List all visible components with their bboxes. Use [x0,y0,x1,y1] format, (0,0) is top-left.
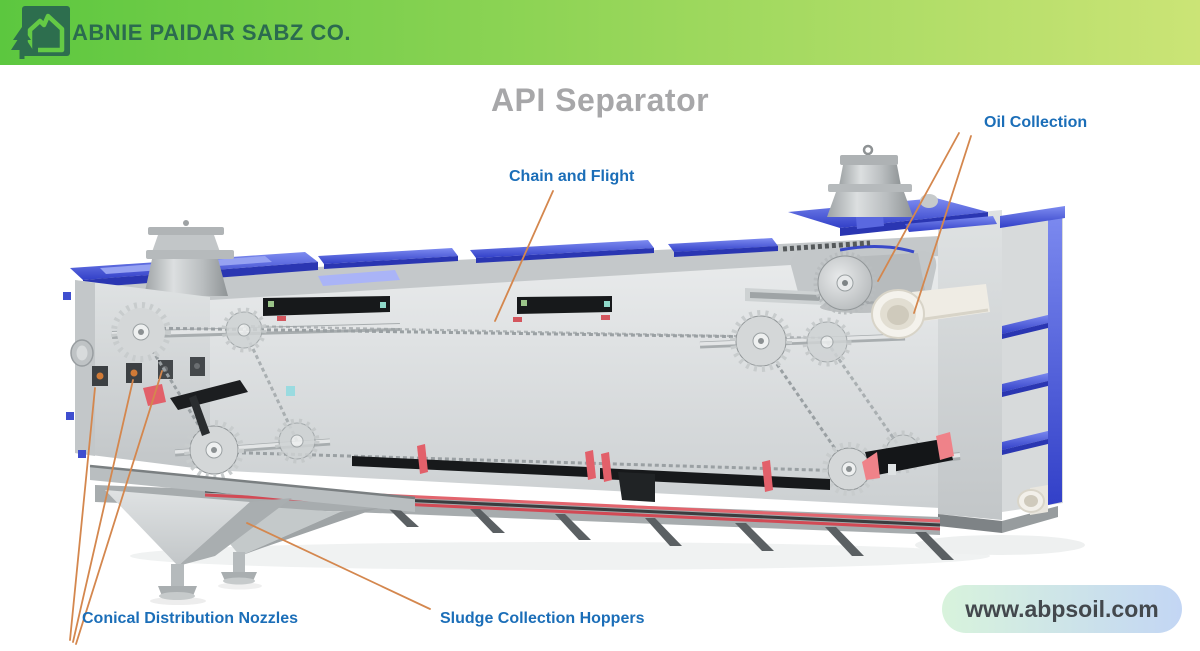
callout-sludge-collection-hoppers: Sludge Collection Hoppers [440,610,645,627]
callout-oil-collection: Oil Collection [984,114,1088,131]
oil-skimmer [745,240,990,339]
wall-stud [78,450,86,458]
sludge-hopper [105,490,292,600]
tank-right-end [938,206,1065,533]
callout-conical-distribution-nozzles: Conical Distribution Nozzles [82,610,299,627]
header-band: ABNIE PAIDAR SABZ CO. [0,0,1200,65]
house-with-pine-tree-icon [11,6,70,59]
page-title: API Separator [490,82,710,118]
support-legs [385,505,954,560]
company-logo [6,2,76,64]
house-outline [27,13,65,53]
inlet-vessel-left [144,220,234,296]
flight-red-wear-shoe [417,444,773,492]
drain-pipe-stub [1017,485,1048,515]
flight-scraper-top [263,296,612,322]
inlet-vessel-right [827,144,913,217]
callout-chain-and-flight: Chain and Flight [509,168,635,185]
wall-stud [63,292,71,300]
leader-chain-and-flight [494,190,554,322]
flight-scraper-bottom [352,456,588,477]
flight-scraper-right [862,432,954,480]
corner-post [1048,209,1062,505]
leader-nozzle-2 [72,379,134,643]
oil-skimmer-drum [813,251,877,315]
leader-sludge-hoppers [246,522,431,610]
stiffener-rib [1002,314,1052,455]
flight-scraper-bottom [600,468,830,490]
website-badge: www.abpsoil.com [942,585,1182,633]
leader-nozzle-1 [69,387,96,641]
chain-sprockets [111,302,925,496]
wall-stud [66,412,74,420]
drum-drive-chain [782,240,871,252]
oil-outlet-pipe [871,284,990,339]
sludge-hoppers [89,464,416,600]
flight-scraper-incline [143,380,295,436]
pine-tree [11,33,33,50]
leader-oil-collection-drum [877,132,960,282]
floor-shadow [130,535,1085,605]
leader-nozzle-3 [75,370,163,645]
leader-oil-collection-pipe [913,135,972,314]
leader-lines [69,132,972,645]
company-name: ABNIE PAIDAR SABZ CO. [72,19,351,45]
